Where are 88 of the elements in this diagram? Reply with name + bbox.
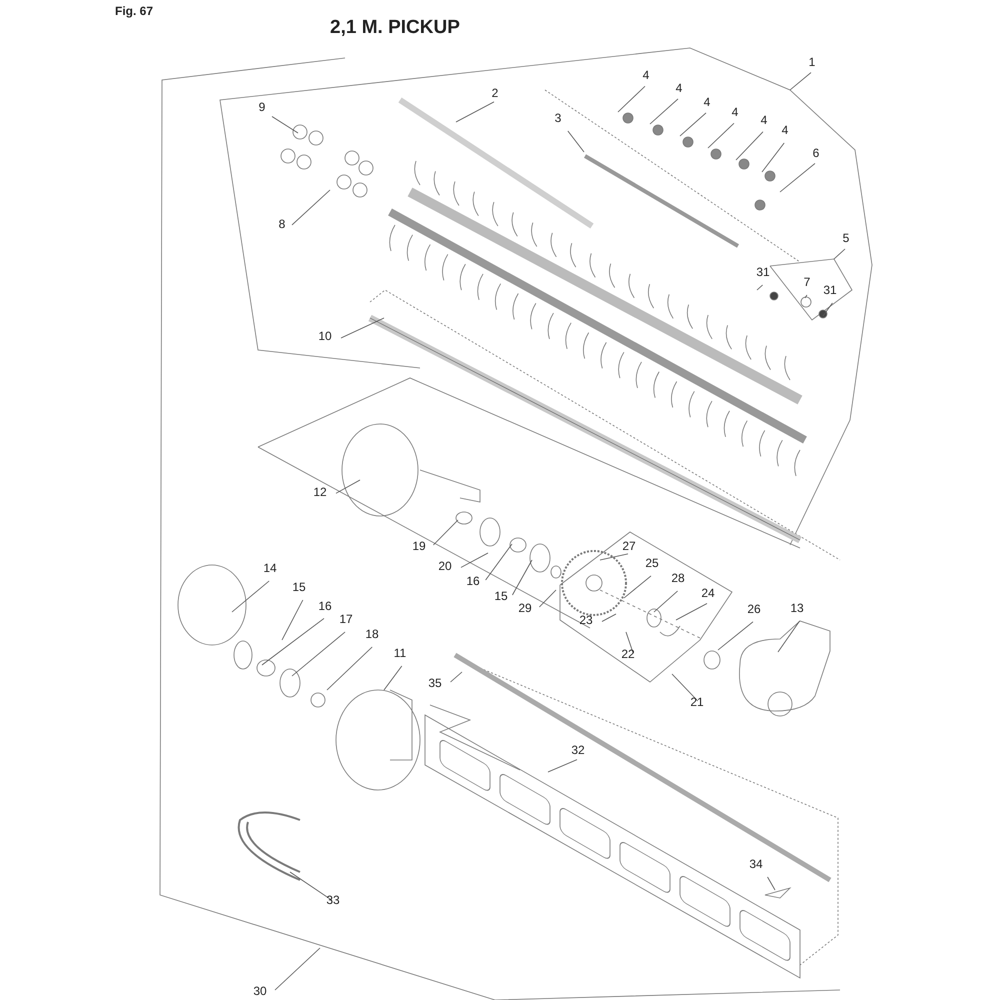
leader-line bbox=[718, 621, 754, 650]
leader-line bbox=[762, 142, 785, 172]
callout-number: 35 bbox=[427, 677, 443, 689]
callout-number: 4 bbox=[760, 114, 768, 126]
leader-line bbox=[262, 618, 324, 666]
leader-line bbox=[736, 131, 764, 160]
leader-line bbox=[600, 553, 628, 560]
leader-line bbox=[567, 130, 584, 152]
callout-number: 4 bbox=[702, 96, 712, 108]
leader-line bbox=[618, 86, 646, 112]
callout-number: 23 bbox=[578, 614, 594, 626]
leader-line bbox=[282, 600, 304, 640]
callout-number: 31 bbox=[755, 266, 771, 278]
callout-number: 24 bbox=[700, 587, 716, 599]
leader-line bbox=[804, 294, 808, 298]
leader-line bbox=[460, 552, 488, 568]
callout-number: 20 bbox=[437, 560, 453, 572]
leader-line bbox=[433, 520, 458, 546]
leader-line bbox=[767, 876, 776, 890]
callout-number: 34 bbox=[748, 858, 764, 870]
leader-line bbox=[650, 98, 678, 124]
figure-number: Fig. 67 bbox=[115, 3, 154, 20]
callout-number: 5 bbox=[842, 232, 850, 244]
callout-number: 17 bbox=[338, 613, 354, 625]
leader-line bbox=[538, 590, 556, 608]
callout-number: 16 bbox=[465, 575, 481, 587]
leader-line bbox=[512, 560, 532, 596]
callout-number: 22 bbox=[620, 648, 636, 660]
callout-number: 4 bbox=[674, 82, 684, 94]
callout-number: 25 bbox=[644, 557, 660, 569]
leader-line bbox=[654, 590, 678, 612]
callout-number: 6 bbox=[812, 147, 820, 159]
leader-line bbox=[626, 632, 634, 654]
callout-number: 21 bbox=[689, 696, 705, 708]
leader-line bbox=[548, 759, 578, 772]
callout-number: 8 bbox=[278, 218, 286, 230]
callout-number: 1 bbox=[808, 56, 816, 68]
leader-line bbox=[756, 284, 764, 290]
leader-line bbox=[340, 318, 384, 338]
callout-number: 10 bbox=[317, 330, 333, 342]
leader-line bbox=[624, 576, 652, 598]
callout-number: 4 bbox=[730, 106, 740, 118]
leader-line bbox=[602, 614, 616, 622]
callout-number: 3 bbox=[554, 112, 562, 124]
callout-number: 30 bbox=[252, 985, 268, 997]
callout-number: 4 bbox=[642, 69, 650, 81]
callout-number: 7 bbox=[802, 276, 812, 288]
leader-line bbox=[272, 116, 298, 134]
leader-line bbox=[384, 666, 402, 690]
leader-line bbox=[326, 646, 373, 690]
leader-line bbox=[274, 948, 320, 990]
callout-number: 26 bbox=[746, 603, 762, 615]
leader-line bbox=[676, 603, 708, 620]
callout-number: 9 bbox=[258, 101, 266, 113]
callout-number: 13 bbox=[789, 602, 805, 614]
callout-number: 15 bbox=[493, 590, 509, 602]
leader-line bbox=[336, 480, 360, 494]
callout-number: 18 bbox=[364, 628, 380, 640]
callout-number: 16 bbox=[317, 600, 333, 612]
callout-number: 33 bbox=[325, 894, 341, 906]
leader-line bbox=[292, 632, 346, 676]
callout-number: 11 bbox=[392, 647, 408, 659]
leader-line bbox=[708, 122, 734, 148]
leader-line bbox=[680, 112, 706, 136]
leader-line bbox=[834, 248, 846, 260]
leader-line bbox=[232, 580, 270, 612]
leader-line bbox=[790, 72, 812, 90]
title: 2,1 M. PICKUP bbox=[330, 16, 460, 40]
callout-number: 32 bbox=[570, 744, 586, 756]
leader-line bbox=[450, 672, 462, 682]
leader-line bbox=[485, 544, 512, 580]
leader-line bbox=[292, 190, 330, 226]
callout-number: 4 bbox=[780, 124, 790, 136]
callout-number: 15 bbox=[291, 581, 307, 593]
leader-line bbox=[672, 674, 698, 702]
callout-number: 12 bbox=[312, 486, 328, 498]
callout-number: 27 bbox=[621, 540, 637, 552]
leader-line bbox=[290, 872, 332, 901]
leader-line bbox=[822, 302, 833, 316]
leader-line bbox=[456, 102, 494, 122]
callout-number: 19 bbox=[411, 540, 427, 552]
callout-number: 14 bbox=[262, 562, 278, 574]
leader-line bbox=[780, 163, 816, 192]
callout-number: 2 bbox=[490, 87, 500, 99]
leader-line bbox=[778, 620, 800, 652]
callout-number: 31 bbox=[822, 284, 838, 296]
callout-number: 28 bbox=[670, 572, 686, 584]
callout-number: 29 bbox=[517, 602, 533, 614]
